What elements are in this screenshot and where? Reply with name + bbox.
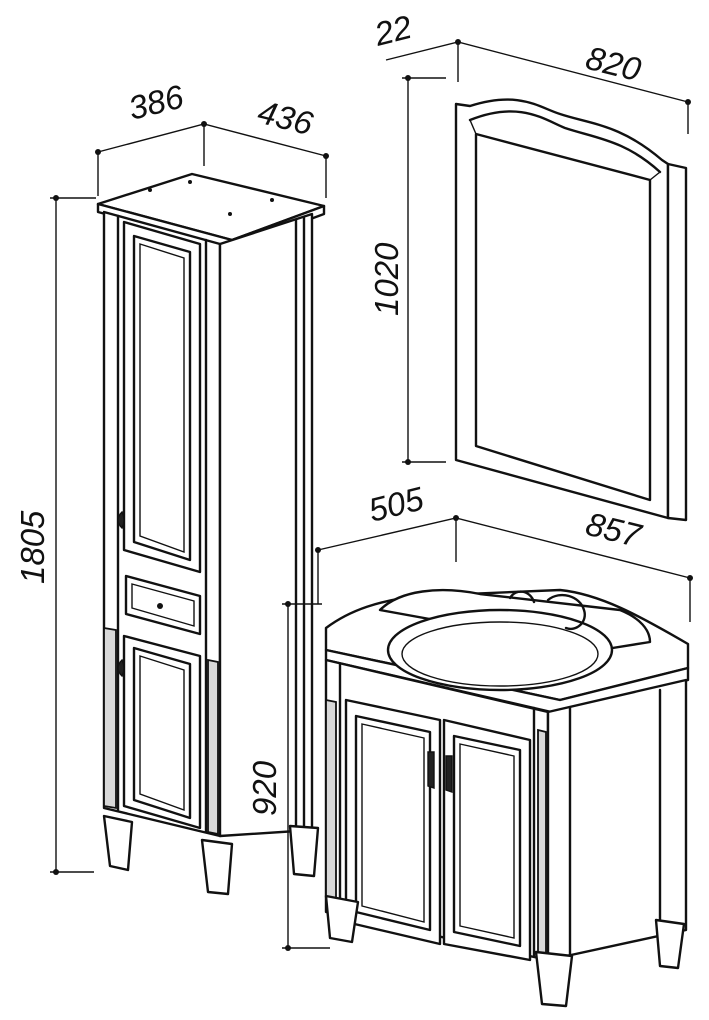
- column-height-label: 1805: [14, 510, 51, 584]
- vanity-width-label: 857: [582, 505, 646, 555]
- column-depth-label: 436: [254, 93, 317, 142]
- mirror: [454, 98, 688, 522]
- vanity-cabinet: [324, 588, 690, 1008]
- vanity-depth-label: 505: [365, 479, 428, 528]
- column-width-label: 386: [125, 77, 188, 126]
- vanity-height-label: 920: [246, 760, 283, 816]
- mirror-height-label: 1020: [368, 242, 405, 316]
- dimension-lines: [50, 39, 693, 951]
- tall-column-cabinet: [96, 172, 326, 896]
- mirror-depth-label: 22: [370, 8, 416, 53]
- mirror-width-label: 820: [582, 39, 645, 88]
